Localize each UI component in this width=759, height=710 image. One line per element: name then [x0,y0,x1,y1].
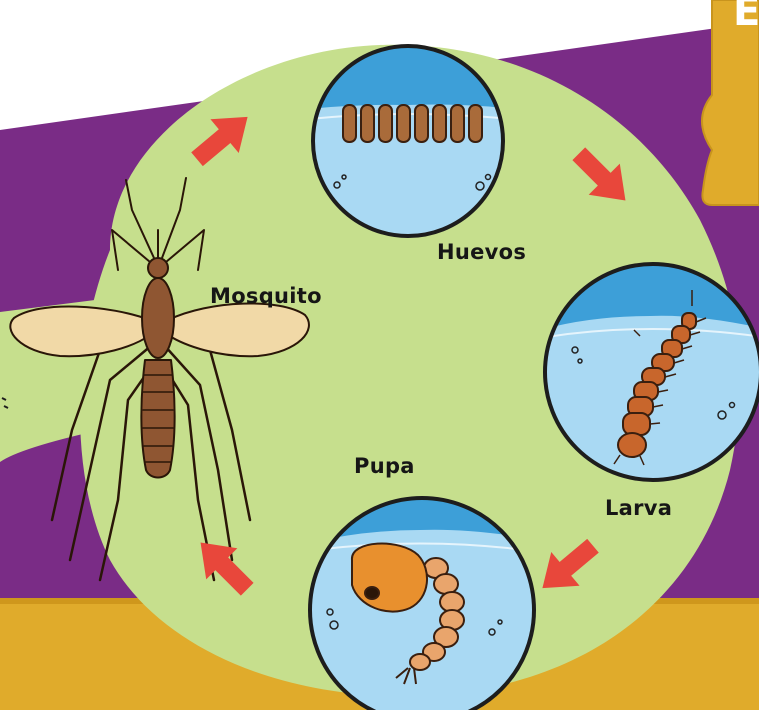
label-eggs: Huevos [437,240,526,264]
label-larva: Larva [605,496,672,520]
label-pupa: Pupa [354,454,415,478]
label-adult: Mosquito [210,284,322,308]
bubble-letter: E [733,0,759,32]
